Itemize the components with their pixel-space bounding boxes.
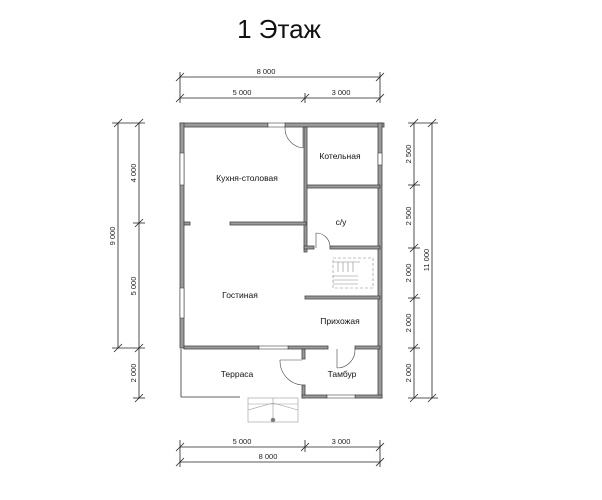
room-terrace: Терраса (221, 369, 254, 379)
dim-right-total: 11 000 (422, 249, 431, 271)
dim-right-5: 2 000 (404, 364, 413, 383)
dim-right-4: 2 000 (404, 314, 413, 333)
dim-right-1: 2 500 (404, 145, 413, 164)
dim-left-lower: 5 000 (129, 277, 138, 296)
room-hallway: Прихожая (320, 316, 360, 326)
room-living: Гостиная (222, 290, 258, 300)
dimension-lines (112, 72, 438, 467)
page-title: 1 Этаж (237, 14, 321, 44)
room-bathroom: с/у (336, 217, 348, 227)
stairs-icon (332, 257, 374, 289)
dim-bottom-left: 5 000 (233, 437, 252, 446)
dim-top-right: 3 000 (332, 88, 351, 97)
dim-left-terrace: 2 000 (129, 364, 138, 383)
dim-right-3: 2 000 (404, 264, 413, 283)
walls (179, 122, 385, 399)
windows (179, 122, 383, 399)
room-boiler: Котельная (319, 151, 361, 161)
doors (279, 126, 356, 386)
dim-left-upper: 4 000 (129, 164, 138, 183)
room-kitchen-dining: Кухня-столовая (216, 173, 278, 183)
terrace-outline (180, 349, 240, 398)
porch-steps (247, 397, 299, 423)
dim-left-total: 9 000 (108, 227, 117, 246)
dim-bottom-right: 3 000 (332, 437, 351, 446)
dim-top-total: 8 000 (257, 67, 276, 76)
room-vestibule: Тамбур (328, 369, 357, 379)
dim-right-2: 2 500 (404, 207, 413, 226)
dim-top-left: 5 000 (233, 88, 252, 97)
dim-bottom-total: 8 000 (259, 452, 278, 461)
